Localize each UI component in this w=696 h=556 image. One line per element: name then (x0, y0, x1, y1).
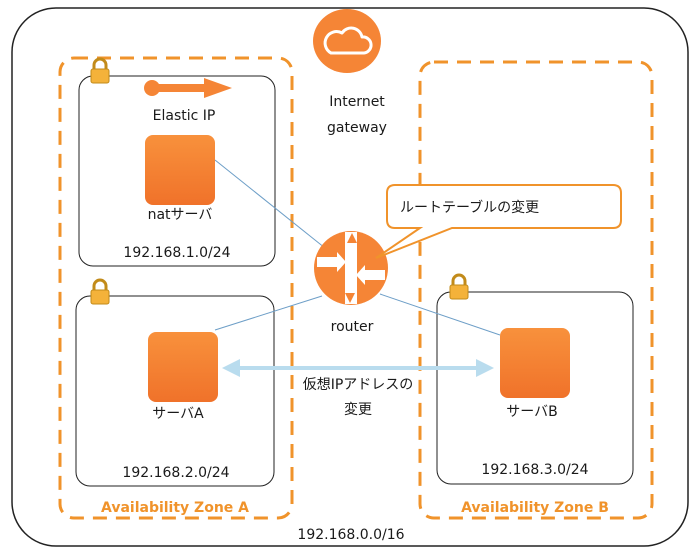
server-b-icon (500, 328, 570, 398)
virtual-ip-note-line2: 変更 (344, 401, 372, 418)
availability-zone-b-label: Availability Zone B (461, 500, 609, 516)
elastic-ip-label: Elastic IP (153, 108, 216, 124)
lock-icon (89, 278, 111, 306)
link-nat-router (214, 159, 326, 249)
router-icon (314, 231, 388, 305)
availability-zone-a-boundary (58, 56, 294, 520)
link-router-server-b (379, 293, 501, 336)
lock-icon (89, 57, 111, 85)
server-a-label: サーバA (152, 406, 204, 422)
vpc-cidr: 192.168.0.0/16 (297, 527, 404, 543)
vpc-boundary (11, 7, 689, 547)
subnet-1-cidr: 192.168.1.0/24 (123, 245, 230, 261)
subnet-2-cidr: 192.168.2.0/24 (122, 465, 229, 481)
server-a-icon (148, 332, 218, 402)
virtual-ip-note-line1: 仮想IPアドレスの (303, 377, 414, 393)
nat-server-label: natサーバ (148, 207, 213, 223)
virtual-ip-move-arrow (222, 359, 494, 377)
elastic-ip-icon (144, 78, 232, 98)
server-b-label: サーバB (506, 404, 557, 420)
subnet-3-cidr: 192.168.3.0/24 (481, 462, 588, 478)
availability-zone-a-label: Availability Zone A (101, 500, 249, 516)
link-router-server-a (214, 295, 323, 331)
lock-icon (448, 273, 470, 301)
internet-gateway-label-line2: gateway (327, 120, 387, 136)
cloud-icon (313, 9, 381, 73)
availability-zone-b-boundary (418, 60, 654, 520)
nat-server-icon (145, 135, 215, 205)
internet-gateway-label-line1: Internet (329, 94, 385, 110)
route-table-callout: ルートテーブルの変更 (375, 184, 622, 259)
callout-text: ルートテーブルの変更 (400, 199, 539, 216)
router-label: router (331, 319, 374, 335)
